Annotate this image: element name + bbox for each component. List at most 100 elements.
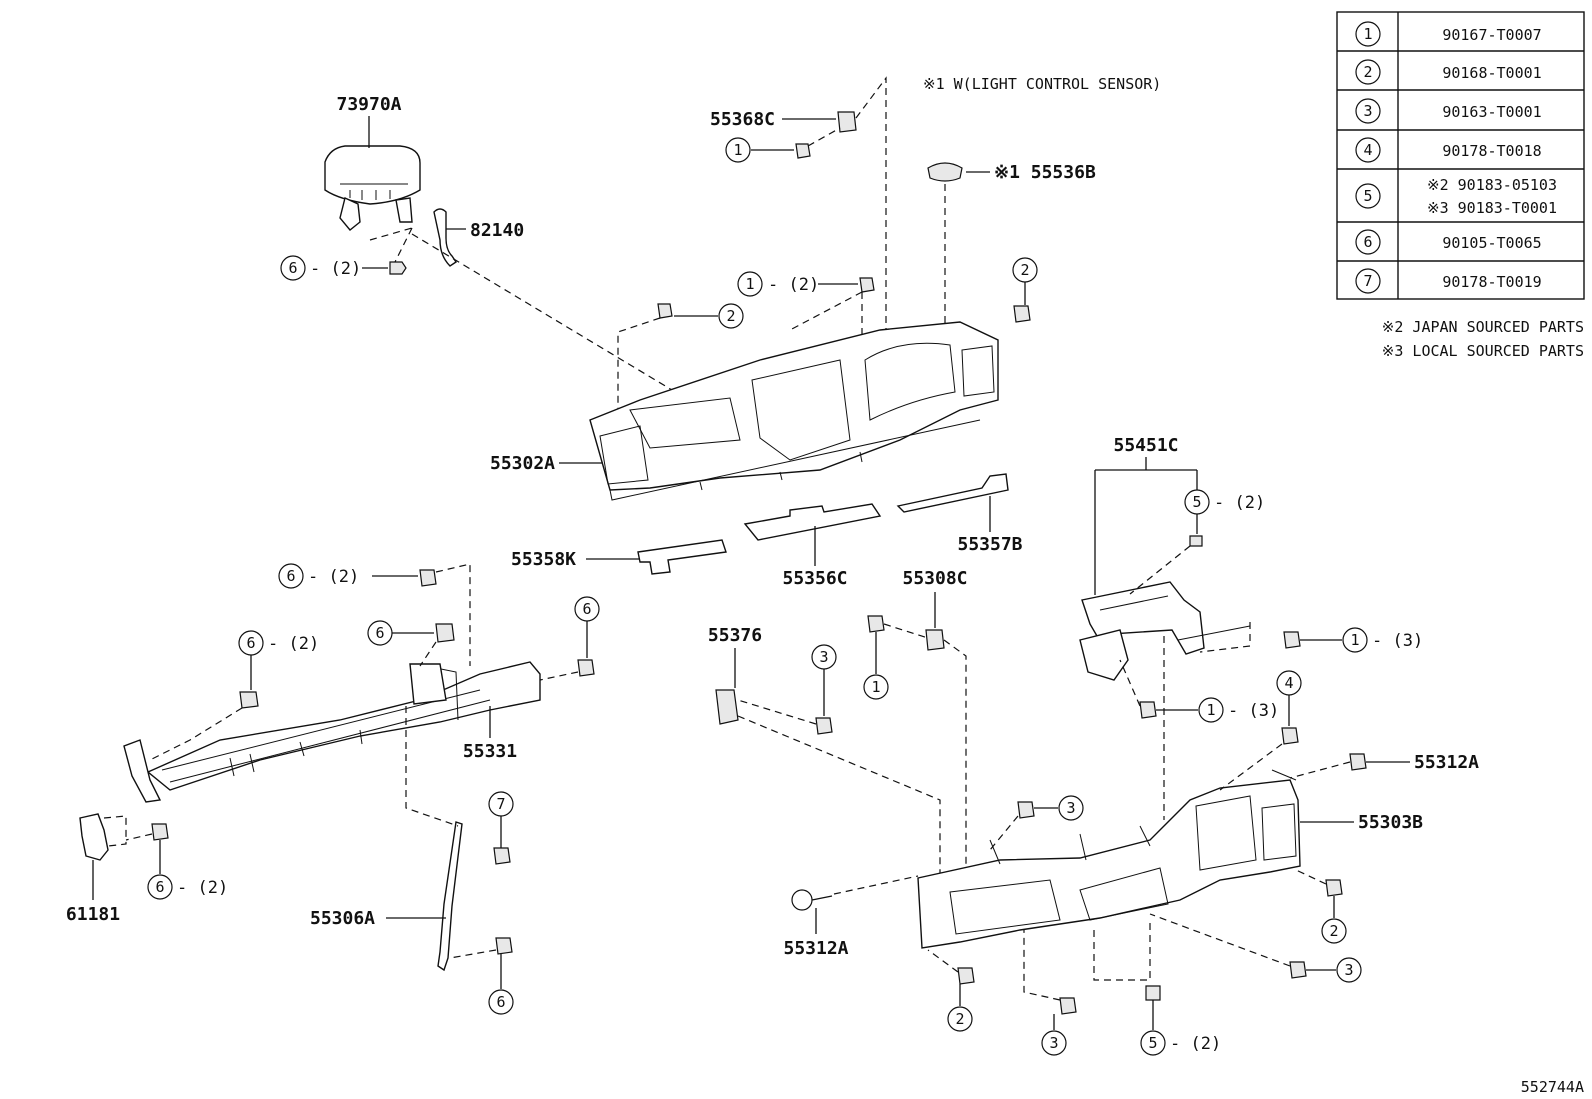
label-55302A: 55302A	[490, 453, 555, 474]
callout-qty: - (2)	[310, 259, 361, 279]
callout-qty: - (2)	[268, 634, 319, 654]
pad-55357B	[896, 473, 1009, 513]
screw-55312A-bottom	[791, 875, 919, 934]
callout-num: 6	[246, 634, 255, 652]
label-55356C: 55356C	[782, 568, 847, 589]
callout-num: 1	[1350, 631, 1359, 649]
pad-55356C	[743, 503, 882, 541]
callout-2-lower-left: 2	[927, 949, 975, 1032]
callout-qty: - (2)	[768, 275, 819, 295]
label-82140: 82140	[470, 220, 524, 241]
callout-num: 6	[155, 878, 164, 896]
legend-row-3: 3 90163-T0001	[1355, 98, 1542, 124]
callout-qty: - (3)	[1228, 701, 1279, 721]
callout-num: 6	[286, 567, 295, 585]
legend-row-4: 4 90178-T0018	[1355, 137, 1542, 163]
dash-panel-55302A	[589, 321, 999, 501]
callout-num: 1	[733, 141, 742, 159]
legend-row-5: 5 ※2 90183-05103 ※3 90183-T0001	[1355, 176, 1557, 217]
callout-num: 5	[1148, 1034, 1157, 1052]
pad-55358K	[637, 539, 727, 575]
callout-num: 5	[1192, 493, 1201, 511]
legend-code-6: 90105-T0065	[1442, 234, 1541, 252]
wire-82140	[433, 208, 457, 267]
label-55312A-right: 55312A	[1414, 752, 1479, 773]
callout-num: 4	[1284, 674, 1293, 692]
label-55303B: 55303B	[1358, 812, 1423, 833]
callout-num: 2	[1020, 261, 1029, 279]
note-light-control-sensor: ※1 W(LIGHT CONTROL SENSOR)	[923, 75, 1161, 93]
callout-num: 7	[496, 795, 505, 813]
callout-3-lower-bottom: 3	[1023, 930, 1077, 1056]
callout-num: 6	[582, 600, 591, 618]
legend-num-3: 3	[1363, 102, 1372, 120]
screw-55312A-right	[1289, 753, 1410, 779]
callout-num: 6	[375, 624, 384, 642]
callout-6-airbag: 6 - (2)	[280, 227, 413, 281]
callout-num: 3	[819, 648, 828, 666]
legend-num-5: 5	[1363, 187, 1372, 205]
legend-row-6: 6 90105-T0065	[1355, 229, 1542, 255]
callout-5-lower: 5 - (2)	[1140, 985, 1221, 1056]
callout-1-upper: 1 - (2)	[737, 271, 875, 340]
callout-1-55451C-right: 1 - (3)	[1283, 627, 1423, 653]
bracket-61181	[79, 813, 109, 861]
callout-num: 6	[288, 259, 297, 277]
legend-code-5a: ※2 90183-05103	[1427, 176, 1557, 194]
label-61181: 61181	[66, 904, 120, 925]
figure-id: 552744A	[1521, 1078, 1584, 1096]
callout-qty: - (2)	[308, 567, 359, 587]
callout-4-lower: 4	[1219, 670, 1302, 791]
callout-2-upper-left: 2	[617, 303, 744, 430]
sensor-55536B	[927, 162, 963, 182]
callout-qty: - (3)	[1372, 631, 1423, 651]
callout-2-upper-right: 2	[1012, 257, 1038, 323]
callout-num: 3	[1049, 1034, 1058, 1052]
callout-3-lower-right: 3	[1149, 913, 1362, 983]
legend-row-7: 7 90178-T0019	[1355, 268, 1542, 294]
label-55308C: 55308C	[902, 568, 967, 589]
bracket-55451C	[1079, 581, 1251, 681]
label-55358K: 55358K	[511, 549, 576, 570]
label-55331: 55331	[463, 741, 517, 762]
legend-table: 1 90167-T0007 2 90168-T0001 3 90163-T000…	[1336, 11, 1585, 300]
callout-6-61181: 6 - (2)	[125, 823, 228, 900]
label-55368C: 55368C	[710, 109, 775, 130]
label-55536B: ※1 55536B	[994, 162, 1096, 183]
callout-num: 2	[726, 307, 735, 325]
callout-num: 6	[496, 993, 505, 1011]
legend-row-1: 1 90167-T0007	[1355, 21, 1542, 47]
callout-num: 2	[955, 1010, 964, 1028]
callout-3-55376: 3	[737, 644, 837, 735]
callout-6-beam-left: 6 - (2)	[149, 630, 319, 761]
lower-panel-55303B	[917, 769, 1301, 949]
callout-qty: - (2)	[1170, 1034, 1221, 1054]
callout-2-lower-right: 2	[1295, 869, 1347, 944]
callout-7-brace: 7	[488, 791, 514, 865]
legend-num-2: 2	[1363, 63, 1372, 81]
callout-5-55451C: 5 - (2)	[1184, 489, 1265, 547]
legend-code-4: 90178-T0018	[1442, 142, 1541, 160]
legend-num-6: 6	[1363, 233, 1372, 251]
legend-note-japan: ※2 JAPAN SOURCED PARTS	[1382, 318, 1584, 336]
legend-note-local: ※3 LOCAL SOURCED PARTS	[1382, 342, 1584, 360]
callout-1-55308C: 1	[863, 615, 929, 700]
legend-num-7: 7	[1363, 272, 1372, 290]
legend-code-2: 90168-T0001	[1442, 64, 1541, 82]
legend-num-4: 4	[1363, 141, 1372, 159]
callout-num: 3	[1066, 799, 1075, 817]
callout-num: 1	[745, 275, 754, 293]
legend-code-3: 90163-T0001	[1442, 103, 1541, 121]
label-55306A: 55306A	[310, 908, 375, 929]
callout-1-55451C-lower: 1 - (3)	[1119, 659, 1279, 723]
callout-num: 2	[1329, 922, 1338, 940]
legend-code-1: 90167-T0007	[1442, 26, 1541, 44]
beam-55331	[123, 661, 541, 803]
label-55451C: 55451C	[1113, 435, 1178, 456]
callout-num: 1	[1206, 701, 1215, 719]
callout-3-lower-mid: 3	[989, 795, 1084, 851]
label-55376: 55376	[708, 625, 762, 646]
callout-6-beam-mid: 6	[367, 620, 455, 667]
callout-num: 3	[1344, 961, 1353, 979]
